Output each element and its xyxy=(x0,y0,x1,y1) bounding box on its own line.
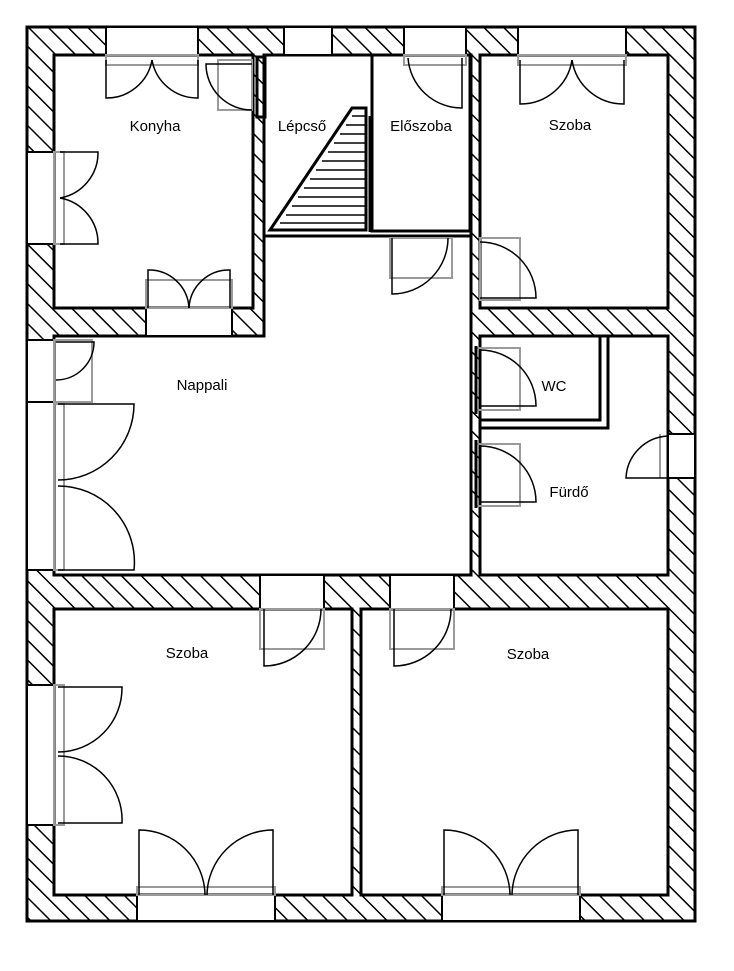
room-label-szoba-sw: Szoba xyxy=(166,645,209,662)
staircase-icon xyxy=(267,106,372,232)
room-label-lepcso: Lépcső xyxy=(278,118,326,135)
living-large-window-icon xyxy=(53,403,136,571)
room-label-wc: WC xyxy=(542,378,567,395)
room-label-szoba-ne: Szoba xyxy=(549,117,592,134)
wall-openings xyxy=(26,26,696,922)
door-kitchen-living-gap xyxy=(145,307,233,337)
outer-wall xyxy=(25,25,697,923)
room-ne-door-icon xyxy=(479,237,537,301)
window-room-se-bottom xyxy=(441,894,581,922)
room-sw-bottom-window-icon xyxy=(136,829,276,896)
hall-top-window-icon xyxy=(403,54,467,109)
window-kitchen-left xyxy=(26,151,55,245)
room-label-konyha: Konyha xyxy=(130,118,182,135)
kitchen-door-icon xyxy=(205,59,253,111)
kitchen-top-window-icon xyxy=(105,54,199,99)
interior-walls xyxy=(255,53,610,430)
window-room-sw-bottom xyxy=(136,894,276,922)
room-sw-door-icon xyxy=(259,608,325,667)
room-label-furdo: Fürdő xyxy=(549,484,588,501)
window-stair-top xyxy=(283,26,333,56)
room-se-door-icon xyxy=(389,608,455,667)
door-room-se-gap xyxy=(389,574,455,610)
room-se-bottom-window-icon xyxy=(441,829,581,896)
wc-door-icon xyxy=(474,346,537,414)
room-label-szoba-se: Szoba xyxy=(507,646,550,663)
window-living-left-large xyxy=(26,401,55,571)
living-small-window-icon xyxy=(53,339,95,403)
kitchen-living-double-door-icon xyxy=(145,269,233,309)
window-room-ne-top xyxy=(517,26,627,56)
room-sw-left-window-icon xyxy=(53,684,123,826)
window-hall-top xyxy=(403,26,467,56)
room-ne-top-window-icon xyxy=(517,54,627,105)
room-label-eloszoba: Előszoba xyxy=(390,118,452,135)
window-bath-right xyxy=(667,433,696,479)
door-room-sw-gap xyxy=(259,574,325,610)
window-living-left-small xyxy=(26,339,55,403)
room-labels: Konyha Lépcső Előszoba Szoba Nappali WC … xyxy=(130,117,592,663)
bath-door-icon xyxy=(474,440,537,508)
window-kitchen-top xyxy=(105,26,199,56)
kitchen-left-window-icon xyxy=(53,151,99,245)
hall-living-door-icon xyxy=(389,237,453,295)
bath-window-icon xyxy=(625,434,669,479)
window-room-sw-left xyxy=(26,684,55,826)
room-label-nappali: Nappali xyxy=(177,377,228,394)
